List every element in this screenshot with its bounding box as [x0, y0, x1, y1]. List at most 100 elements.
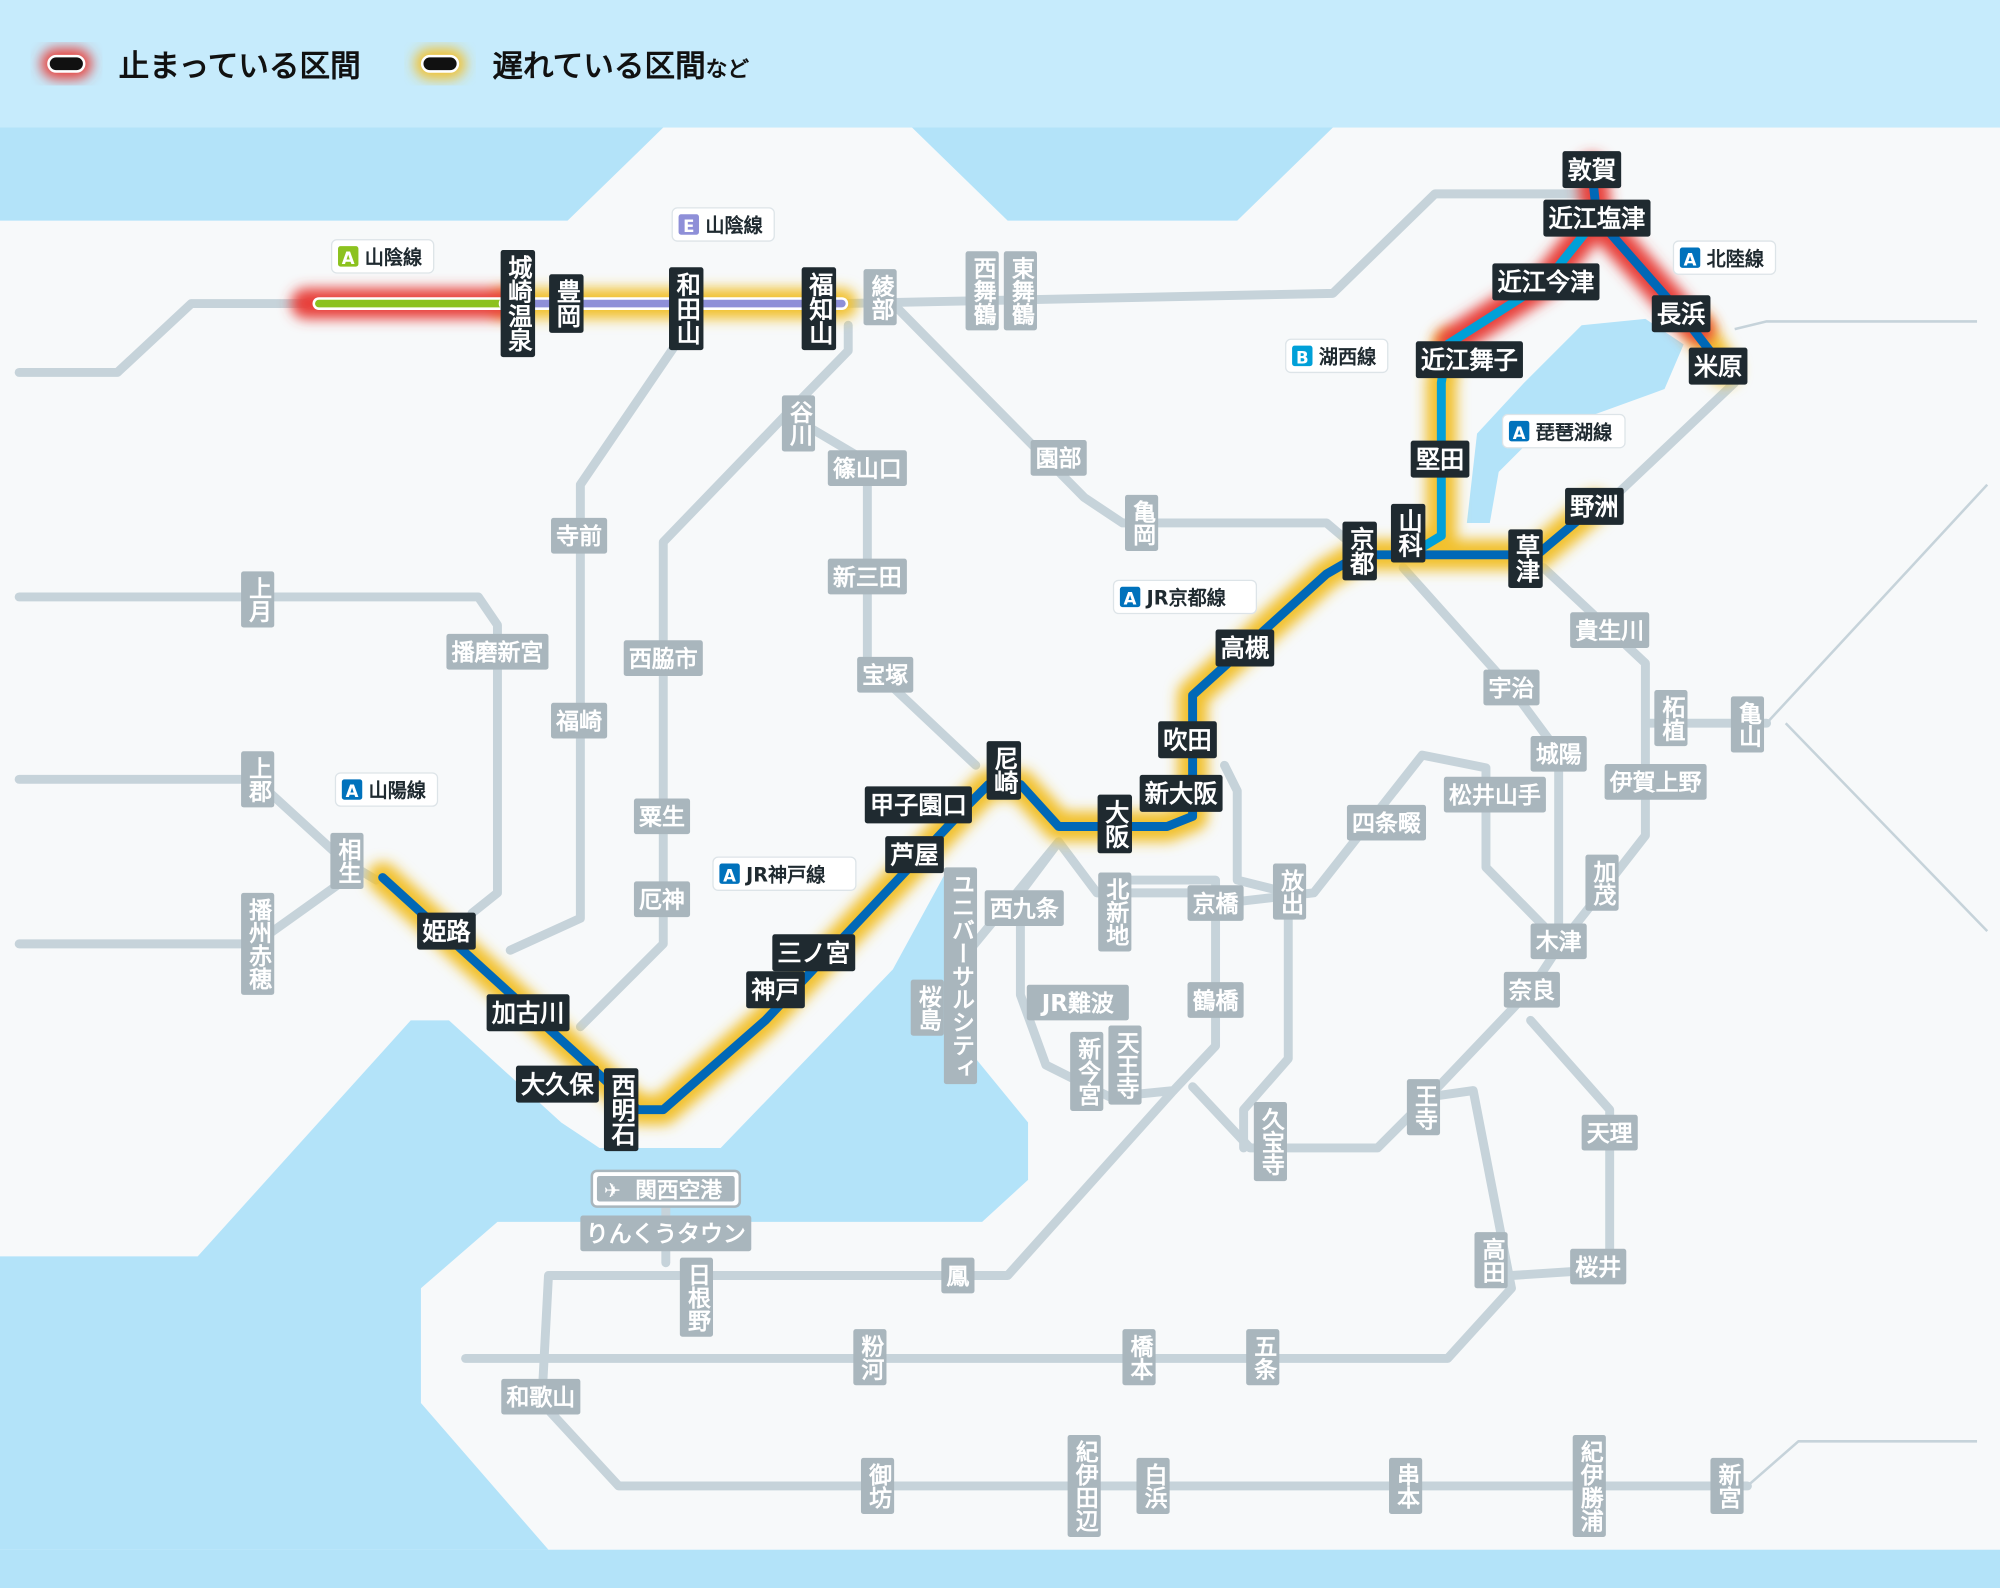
- station-normal[interactable]: 谷川: [781, 395, 816, 452]
- station-normal[interactable]: 京橋: [1187, 885, 1244, 921]
- station-normal[interactable]: JR難波: [1026, 984, 1129, 1021]
- station-normal[interactable]: 鶴橋: [1187, 982, 1244, 1018]
- station-affected[interactable]: 吹田: [1158, 721, 1217, 759]
- station-normal[interactable]: 鳳: [941, 1257, 975, 1294]
- station-affected[interactable]: 三ノ宮: [772, 934, 856, 972]
- station-normal[interactable]: 桜井: [1570, 1248, 1627, 1285]
- station-normal[interactable]: 紀伊田辺: [1067, 1434, 1101, 1537]
- station-affected[interactable]: 草津: [1508, 529, 1543, 589]
- station-normal[interactable]: 和歌山: [501, 1378, 581, 1415]
- station-affected[interactable]: 尼崎: [986, 741, 1022, 800]
- station-normal[interactable]: 加茂: [1585, 854, 1619, 911]
- station-normal[interactable]: 木津: [1530, 923, 1587, 960]
- station-normal[interactable]: 貴生川: [1570, 612, 1650, 648]
- station-normal[interactable]: 奈良: [1503, 971, 1560, 1008]
- station-affected[interactable]: 和田山: [669, 267, 704, 351]
- station-affected[interactable]: 加古川: [486, 994, 570, 1032]
- station-affected[interactable]: 神戸: [746, 971, 805, 1009]
- station-label-bg: [986, 741, 1022, 800]
- station-normal[interactable]: 紀伊勝浦: [1572, 1434, 1606, 1537]
- station-normal[interactable]: 御坊: [860, 1457, 895, 1515]
- station-normal[interactable]: 綾部: [863, 269, 897, 326]
- station-affected[interactable]: 西明石: [603, 1068, 639, 1152]
- station-affected[interactable]: 近江今津: [1492, 263, 1600, 301]
- station-normal[interactable]: 福崎: [551, 702, 608, 739]
- station-normal[interactable]: 高田: [1474, 1232, 1508, 1289]
- station-normal[interactable]: 西脇市: [623, 640, 703, 677]
- station-normal[interactable]: 粟生: [633, 798, 691, 835]
- station-normal[interactable]: 寺前: [551, 517, 608, 554]
- station-normal[interactable]: 天理: [1581, 1114, 1638, 1151]
- station-normal[interactable]: 新三田: [827, 558, 907, 595]
- station-normal[interactable]: 五条: [1246, 1329, 1280, 1386]
- station-normal[interactable]: 粉河: [853, 1329, 887, 1386]
- station-normal[interactable]: 宇治: [1483, 669, 1540, 706]
- station-normal[interactable]: 園部: [1030, 440, 1087, 476]
- station-normal[interactable]: 東舞鶴: [1003, 251, 1037, 331]
- station-normal[interactable]: 宝塚: [857, 656, 914, 693]
- station-label-bg: [1483, 669, 1540, 706]
- station-normal[interactable]: 新今宮: [1070, 1031, 1104, 1111]
- station-normal[interactable]: 亀岡: [1124, 494, 1159, 552]
- station-affected[interactable]: 姫路: [417, 912, 476, 950]
- station-affected[interactable]: 山科: [1390, 503, 1426, 563]
- station-affected[interactable]: 高槻: [1215, 629, 1275, 667]
- station-normal[interactable]: りんくうタウン: [580, 1215, 752, 1252]
- station-normal[interactable]: 白浜: [1136, 1457, 1170, 1515]
- station-normal[interactable]: 四条畷: [1346, 804, 1427, 841]
- station-normal[interactable]: 串本: [1389, 1457, 1423, 1515]
- station-normal[interactable]: 伊賀上野: [1604, 764, 1707, 800]
- station-normal[interactable]: 北新地: [1098, 872, 1132, 952]
- station-name: 貴生川: [1575, 618, 1644, 644]
- station-normal[interactable]: ユニバーサルシティ: [943, 867, 978, 1085]
- station-affected[interactable]: 近江塩津: [1543, 199, 1651, 237]
- station-affected[interactable]: 米原: [1688, 347, 1748, 385]
- station-affected[interactable]: 芦屋: [885, 836, 944, 874]
- station-normal[interactable]: 西舞鶴: [965, 251, 999, 331]
- station-normal[interactable]: 上郡: [241, 751, 275, 808]
- station-normal[interactable]: 放出: [1272, 863, 1307, 920]
- station-normal[interactable]: 橋本: [1122, 1329, 1156, 1386]
- station-affected[interactable]: 堅田: [1410, 440, 1470, 478]
- station-affected[interactable]: 京都: [1342, 521, 1377, 581]
- station-normal[interactable]: 新宮: [1710, 1457, 1744, 1515]
- station-affected[interactable]: 近江舞子: [1415, 341, 1523, 379]
- station-affected[interactable]: 豊岡: [549, 274, 584, 333]
- station-label-bg: [549, 274, 584, 333]
- station-normal[interactable]: 亀山: [1730, 696, 1765, 753]
- station-normal[interactable]: 播磨新宮: [446, 633, 549, 670]
- station-normal[interactable]: 篠山口: [827, 450, 907, 486]
- station-normal[interactable]: 王寺: [1406, 1079, 1441, 1136]
- station-normal[interactable]: 上月: [241, 571, 275, 628]
- station-normal[interactable]: 厄神: [633, 881, 691, 918]
- station-affected[interactable]: 福知山: [801, 267, 837, 351]
- station-normal[interactable]: 西九条: [984, 890, 1064, 927]
- station-affected[interactable]: 長浜: [1651, 295, 1711, 333]
- station-kansai-airport[interactable]: ✈関西空港: [590, 1169, 742, 1208]
- station-affected[interactable]: 新大阪: [1139, 774, 1223, 812]
- station-affected[interactable]: 敦賀: [1562, 151, 1622, 189]
- station-affected[interactable]: 大阪: [1097, 794, 1133, 854]
- station-normal[interactable]: 相生: [330, 832, 364, 890]
- station-affected[interactable]: 城崎温泉: [500, 249, 536, 358]
- station-normal[interactable]: 松井山手: [1443, 776, 1546, 813]
- station-affected[interactable]: 野洲: [1565, 487, 1624, 525]
- station-normal[interactable]: 播州赤穂: [241, 892, 275, 995]
- station-normal[interactable]: 天王寺: [1108, 1025, 1142, 1105]
- station-normal[interactable]: 城陽: [1530, 735, 1587, 772]
- sea: [0, 127, 2000, 1588]
- station-affected[interactable]: 甲子園口: [864, 786, 972, 824]
- station-affected[interactable]: 大久保: [515, 1065, 599, 1103]
- station-normal[interactable]: 桜島: [910, 979, 944, 1036]
- station-normal[interactable]: 日根野: [679, 1257, 714, 1337]
- station-normal[interactable]: 久宝寺: [1253, 1102, 1287, 1182]
- station-normal[interactable]: 柘植: [1654, 690, 1688, 747]
